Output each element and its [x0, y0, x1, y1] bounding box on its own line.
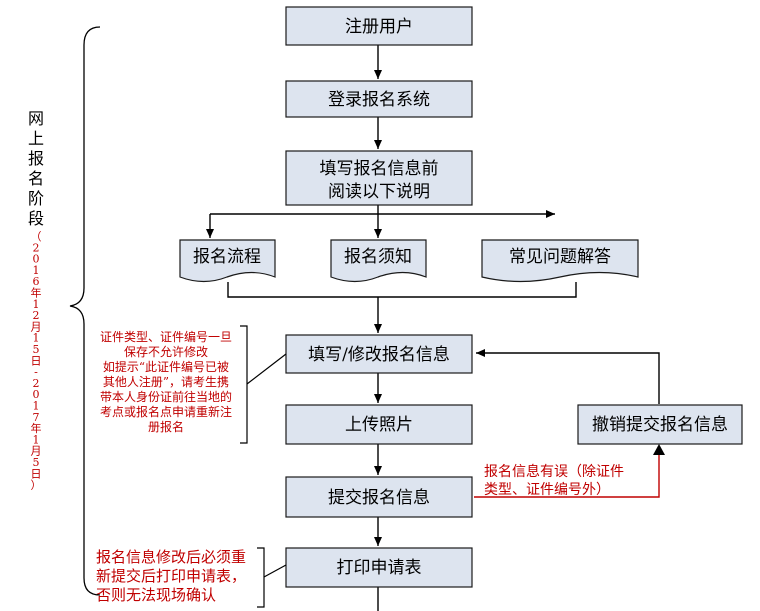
stage-date-char-19: 1: [33, 433, 40, 446]
note-print-line-1: 报名信息修改后必须重: [96, 548, 246, 566]
note-id-line-2: 保存不允许修改: [124, 344, 208, 359]
node-cancel-submit-label: 撤销提交报名信息: [592, 415, 728, 435]
node-print-form: 打印申请表: [285, 547, 473, 588]
note-id-line-4: 其他人注册”，请考生携: [103, 374, 229, 389]
stage-date-char-6: 年: [31, 286, 42, 300]
node-register-label: 注册用户: [345, 17, 413, 37]
node-fill-edit: 填写/修改报名信息: [285, 334, 473, 374]
stage-date-char-13: -: [34, 366, 38, 379]
node-submit-info: 提交报名信息: [285, 476, 473, 518]
stage-date-char-1: （: [31, 230, 42, 243]
stage-name-char-1: 网: [28, 109, 44, 128]
stage-date-char-16: 1: [33, 400, 40, 413]
stage-date-char-21: 5: [33, 456, 40, 469]
edge-submit-cancel-red: [474, 452, 660, 498]
edge-label-line2: 类型、证件编号外）: [484, 482, 610, 498]
note-id-line-7: 册报名: [148, 419, 184, 434]
stage-name-char-5: 阶: [28, 189, 44, 208]
node-cancel-submit: 撤销提交报名信息: [577, 404, 743, 445]
edges: [206, 45, 665, 611]
stage-date-char-23: ）: [31, 479, 42, 492]
stage-brace: [69, 26, 101, 596]
stage-date-char-9: 月: [31, 320, 42, 333]
note-id-bracket: [240, 325, 287, 444]
doc-process-label: 报名流程: [193, 247, 261, 267]
node-register: 注册用户: [285, 6, 473, 46]
node-upload-photo-label: 上传照片: [345, 415, 413, 435]
stage-date-char-7: 1: [33, 298, 40, 311]
arrowhead-cancel: [653, 444, 665, 455]
stage-date-char-14: 2: [33, 377, 40, 390]
note-id-line-6: 考点或报名点申请重新注: [100, 404, 232, 419]
node-print-form-label: 打印申请表: [337, 558, 422, 578]
note-id: 证件类型、证件编号一旦 保存不允许修改 如提示“此证件编号已被 其他人注册”，请…: [100, 329, 232, 434]
doc-notice-label: 报名须知: [344, 247, 412, 267]
stage-date-char-10: 1: [33, 332, 40, 345]
doc-process: 报名流程: [179, 239, 276, 283]
edge-label-line1: 报名信息有误（除证件: [484, 463, 624, 480]
stage-date-char-12: 日: [31, 354, 42, 367]
stage-date-char-20: 月: [31, 445, 42, 458]
edge-cancel-fill: [476, 349, 660, 404]
doc-faq: 常见问题解答: [481, 239, 639, 283]
stage-date-char-17: 7: [33, 411, 40, 424]
stage-date-char-22: 日: [31, 467, 42, 480]
node-login: 登录报名系统: [285, 80, 473, 118]
stage-date-char-18: 年: [31, 421, 42, 435]
stage-date-char-8: 2: [33, 309, 40, 322]
note-print-bracket: [257, 547, 287, 608]
node-fill-edit-label: 填写/修改报名信息: [308, 345, 450, 365]
node-read-instructions: 填写报名信息前 阅读以下说明: [285, 150, 473, 206]
edge-docs-merge: [227, 282, 577, 298]
doc-notice: 报名须知: [330, 239, 427, 283]
doc-faq-label: 常见问题解答: [509, 247, 611, 267]
edge-label-info-error: 报名信息有误（除证件 类型、证件编号外）: [484, 463, 624, 498]
node-submit-info-label: 提交报名信息: [328, 488, 430, 508]
stage-date-char-15: 0: [33, 388, 40, 401]
stage-name-char-3: 报: [28, 149, 44, 168]
note-print-line-3: 否则无法现场确认: [96, 586, 216, 604]
note-id-line-1: 证件类型、证件编号一旦: [100, 329, 232, 344]
stage-date-char-11: 5: [33, 343, 40, 356]
note-print: 报名信息修改后必须重 新提交后打印申请表， 否则无法现场确认: [96, 548, 246, 604]
node-read-line1: 填写报名信息前: [320, 159, 439, 179]
node-login-label: 登录报名系统: [328, 90, 430, 110]
stage-label: 网 上 报 名 阶 段: [28, 109, 44, 228]
stage-name-char-6: 段: [28, 209, 44, 228]
stage-date-char-2: 2: [33, 241, 40, 254]
note-print-line-2: 新提交后打印申请表，: [96, 567, 246, 585]
note-id-line-5: 带本人身份证前往当地的: [100, 389, 232, 404]
node-read-line2: 阅读以下说明: [328, 182, 430, 202]
stage-date-char-3: 0: [33, 253, 40, 266]
stage-date-char-4: 1: [33, 264, 40, 277]
note-id-line-3: 如提示“此证件编号已被: [103, 359, 229, 374]
stage-date-char-5: 6: [33, 275, 40, 288]
stage-name-char-4: 名: [28, 169, 44, 188]
stage-name-char-2: 上: [28, 129, 44, 148]
node-upload-photo: 上传照片: [285, 404, 473, 445]
